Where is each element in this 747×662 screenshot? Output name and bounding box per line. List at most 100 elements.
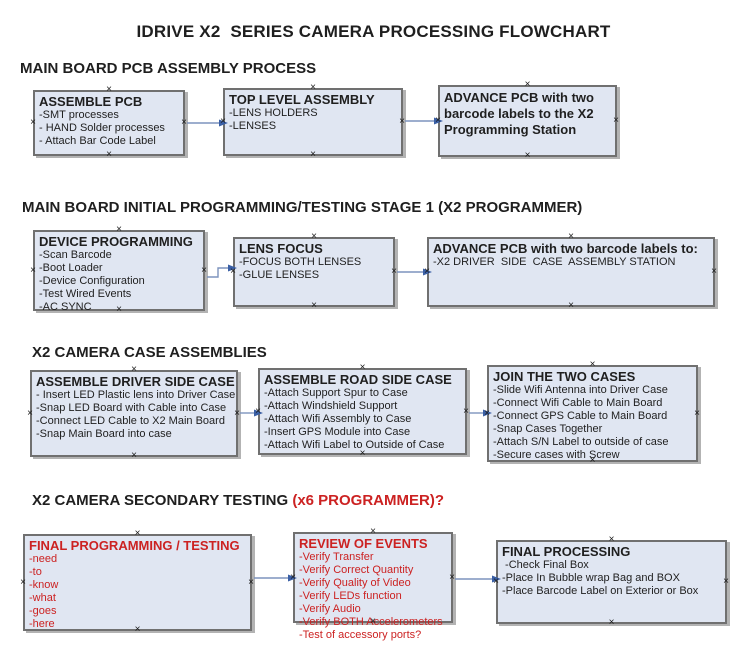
connection-handle-icon[interactable]: × [230,266,236,277]
connection-handle-icon[interactable]: × [359,448,366,459]
box-title: JOIN THE TWO CASES [493,369,636,384]
box-lines: -X2 DRIVER SIDE CASE ASSEMBLY STATION [429,256,713,269]
connection-handle-icon[interactable]: × [370,616,376,627]
connection-handle-icon[interactable]: × [568,300,574,311]
process-box-assemble-driver-side-case[interactable]: ASSEMBLE DRIVER SIDE CASE - Insert LED P… [27,365,240,461]
connection-handle-icon[interactable]: × [568,231,574,242]
connection-handle-icon[interactable]: × [106,149,112,160]
connection-handle-icon[interactable]: × [30,117,36,128]
connection-handle-icon[interactable]: × [484,407,490,419]
connection-handle-icon[interactable]: × [493,576,499,587]
section-heading-red-part: (x6 PROGRAMMER)? [288,492,444,509]
process-box-review-of-events[interactable]: REVIEW OF EVENTS -Verify Transfer-Verify… [290,527,455,642]
process-box-assemble-road-side-case[interactable]: ASSEMBLE ROAD SIDE CASE -Attach Support … [255,363,469,459]
box-line: -to [29,566,42,578]
connection-handle-icon[interactable]: × [449,571,455,583]
box-line: -Verify Audio [299,603,361,615]
box-line: -need [29,553,58,565]
box-line: -Test of accessory ports? [299,629,422,641]
connection-handle-icon[interactable]: × [131,364,137,375]
box-line: -what [29,592,56,604]
connection-handle-icon[interactable]: × [424,266,430,277]
connection-handle-icon[interactable]: × [310,82,316,93]
process-box-assemble-pcb[interactable]: ASSEMBLE PCB -SMT processes- HAND Solder… [30,85,187,160]
connection-handle-icon[interactable]: × [201,264,207,276]
connection-handle-icon[interactable]: × [27,407,33,419]
connection-handle-icon[interactable]: × [116,304,122,315]
box-line: -Connect LED Cable to X2 Main Board [36,415,225,427]
box-title: FINAL PROCESSING [502,544,631,559]
process-box-advance-pcb-driver-side-station[interactable]: ADVANCE PCB with two barcode labels to: … [424,232,717,311]
process-box-device-programming[interactable]: DEVICE PROGRAMMING -Scan Barcode-Boot Lo… [30,225,207,315]
connection-handle-icon[interactable]: × [589,359,596,370]
box-line: -Attach S/N Label to outside of case [493,436,669,448]
box-title: ASSEMBLE DRIVER SIDE CASE [36,374,235,389]
process-box-final-programming-testing[interactable]: FINAL PROGRAMMING / TESTING -need-to-kno… [20,529,254,635]
connection-handle-icon[interactable]: × [20,576,26,588]
connection-handle-icon[interactable]: × [106,84,112,95]
box-title: ADVANCE PCB with two barcode labels to t… [444,90,594,137]
connection-handle-icon[interactable]: × [220,116,226,127]
connection-handle-icon[interactable]: × [524,79,531,90]
connection-handle-icon[interactable]: × [359,362,366,373]
box-lines: -FOCUS BOTH LENSES-GLUE LENSES [235,256,393,282]
connection-handle-icon[interactable]: × [134,528,141,539]
connection-handle-icon[interactable]: × [399,116,405,127]
box-title: LENS FOCUS [239,241,323,256]
connection-handle-icon[interactable]: × [608,534,615,545]
section-heading-case-assemblies: X2 CAMERA CASE ASSEMBLIES [32,344,267,361]
connection-handle-icon[interactable]: × [391,266,397,277]
connection-handle-icon[interactable]: × [463,405,469,417]
connection-handle-icon[interactable]: × [311,300,317,311]
box-line: - Attach Bar Code Label [39,135,156,147]
connection-handle-icon[interactable]: × [310,149,316,160]
connection-handle-icon[interactable]: × [248,576,254,588]
box-title: REVIEW OF EVENTS [299,536,428,551]
box-line: -Verify Quality of Video [299,577,411,589]
box-line: -Attach Wifi Label to Outside of Case [264,439,445,451]
connection-handle-icon[interactable]: × [370,526,376,537]
process-box-final-processing[interactable]: FINAL PROCESSING -Check Final Box-Place … [493,535,729,628]
connection-handle-icon[interactable]: × [255,405,261,417]
connection-handle-icon[interactable]: × [723,576,729,587]
process-box-advance-pcb-programming-station[interactable]: ADVANCE PCB with two barcode labels to t… [435,80,619,161]
box-line: -LENS HOLDERS [229,107,318,119]
connection-handle-icon[interactable]: × [234,407,240,419]
box-line: -Snap Cases Together [493,423,603,435]
box-line: -Connect GPS Cable to Main Board [493,410,668,422]
connection-handle-icon[interactable]: × [613,115,619,126]
process-box-lens-focus[interactable]: LENS FOCUS -FOCUS BOTH LENSES-GLUE LENSE… [230,232,397,311]
section-heading-initial-programming: MAIN BOARD INITIAL PROGRAMMING/TESTING S… [22,199,583,216]
connection-handle-icon[interactable]: × [694,407,700,419]
box-lines: -Scan Barcode-Boot Loader-Device Configu… [35,249,203,314]
box-line: -here [29,618,55,630]
connection-handle-icon[interactable]: × [116,224,122,235]
connection-handle-icon[interactable]: × [30,264,36,276]
box-line: - HAND Solder processes [39,122,165,134]
connection-handle-icon[interactable]: × [311,231,317,242]
connection-handle-icon[interactable]: × [134,624,141,635]
connection-handle-icon[interactable]: × [181,117,187,128]
process-box-join-the-two-cases[interactable]: JOIN THE TWO CASES -Slide Wifi Antenna i… [484,360,700,466]
box-line: -Place In Bubble wrap Bag and BOX [502,572,680,584]
connection-handle-icon[interactable]: × [589,455,596,466]
box-line: -know [29,579,59,591]
section-heading-pcb-assembly: MAIN BOARD PCB ASSEMBLY PROCESS [20,60,317,77]
connection-handle-icon[interactable]: × [290,571,296,583]
box-line: -Attach Windshield Support [264,400,398,412]
box-line: -Attach Wifi Assembly to Case [264,413,412,425]
section-heading-black-part: X2 CAMERA SECONDARY TESTING [32,492,289,509]
box-line: -LENSES [229,120,277,132]
process-box-top-level-assembly[interactable]: TOP LEVEL ASSEMBLY -LENS HOLDERS-LENSES … [220,83,405,160]
connection-handle-icon[interactable]: × [608,617,615,628]
connection-handle-icon[interactable]: × [131,450,137,461]
box-line: - Insert LED Plastic lens into Driver Ca… [36,389,236,401]
connection-handle-icon[interactable]: × [711,266,717,277]
connector-arrow[interactable] [207,264,237,278]
box-line: -Slide Wifi Antenna into Driver Case [493,384,668,396]
box-line: -goes [29,605,57,617]
connection-handle-icon[interactable]: × [524,150,531,161]
box-line: -Place Barcode Label on Exterior or Box [502,585,699,597]
connection-handle-icon[interactable]: × [435,115,441,126]
